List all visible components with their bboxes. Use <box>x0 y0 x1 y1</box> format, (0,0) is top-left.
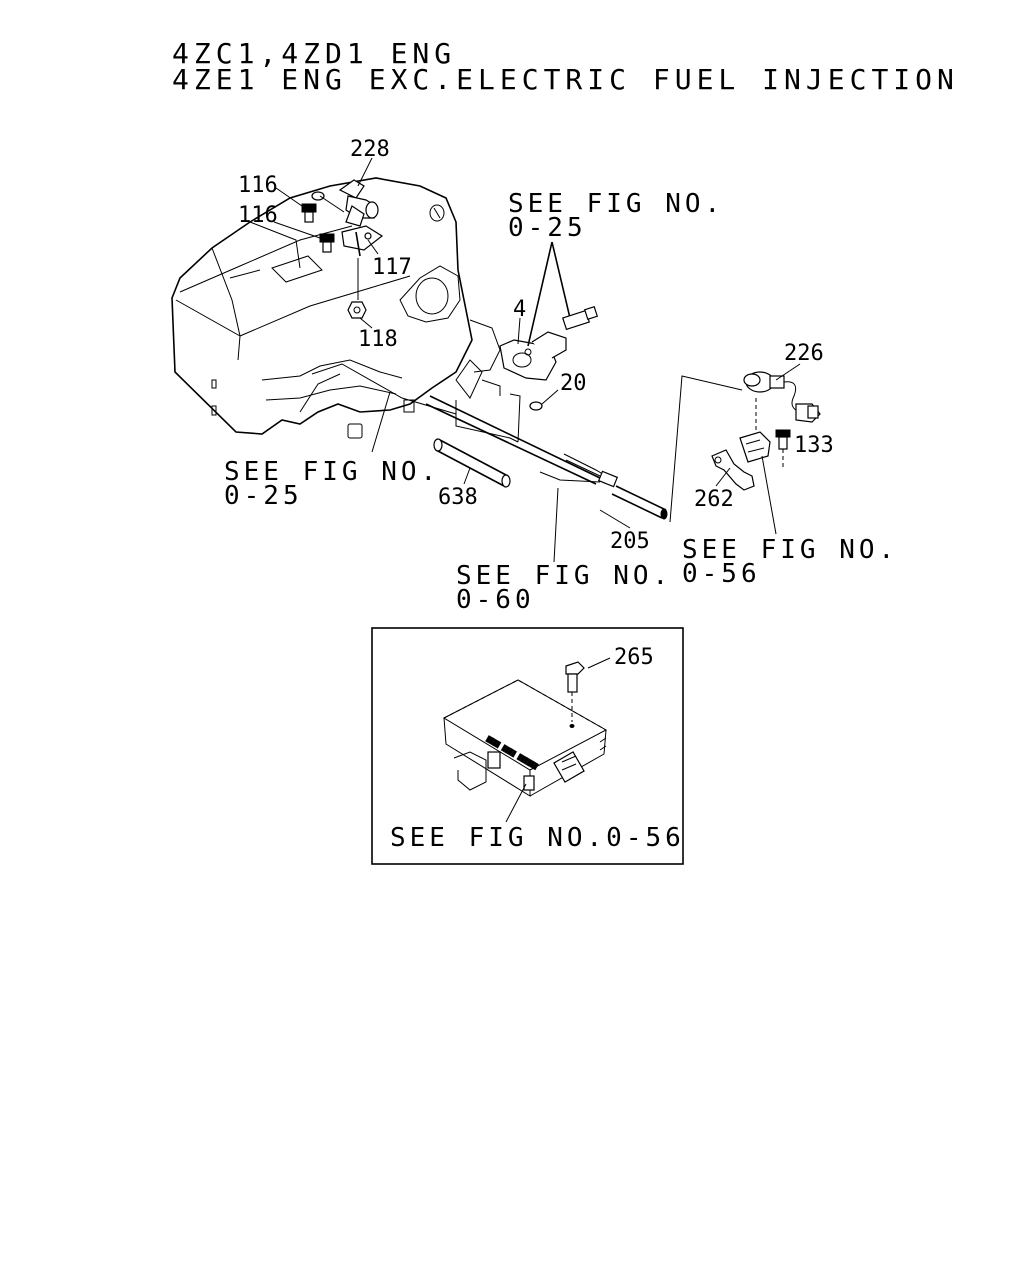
ref-fig-0-25-top-line1: SEE FIG NO. <box>508 189 724 219</box>
valve-assembly <box>311 179 384 257</box>
ref-fig-0-56-inset: SEE FIG NO.0-56 <box>390 823 685 853</box>
control-unit-module: ████ ████ ██████ <box>442 679 608 797</box>
callout-228: 228 <box>350 137 390 162</box>
callout-265: 265 <box>614 645 654 670</box>
inset-frame <box>371 627 684 865</box>
bolt-116-upper <box>301 203 317 223</box>
callout-116-upper: 116 <box>238 173 278 198</box>
sensor-fitting <box>561 305 599 331</box>
ref-fig-0-60-line2: 0-60 <box>456 585 535 615</box>
callout-638: 638 <box>438 485 478 510</box>
hose-part-638 <box>433 438 511 488</box>
ref-fig-0-56-right-line2: 0-56 <box>682 559 761 589</box>
ref-fig-0-25-left-line1: SEE FIG NO. <box>224 457 440 487</box>
callout-116-lower: 116 <box>238 203 278 228</box>
sensor-part-226 <box>743 371 821 423</box>
bolt-116-lower <box>319 233 335 253</box>
plate-part-4 <box>499 331 567 381</box>
callout-205: 205 <box>610 529 650 554</box>
callout-20: 20 <box>560 371 587 396</box>
clip-part-20 <box>529 401 543 411</box>
callout-4: 4 <box>513 297 526 322</box>
callout-117: 117 <box>372 255 412 280</box>
diagram-title-line-1: 4ZC1,4ZD1 ENG <box>172 37 457 70</box>
callout-118: 118 <box>358 327 398 352</box>
bolt-part-265 <box>565 661 585 728</box>
callout-133: 133 <box>794 433 834 458</box>
callout-226: 226 <box>784 341 824 366</box>
cable-part-205 <box>539 453 668 520</box>
ref-fig-0-25-left-line2: 0-25 <box>224 481 303 511</box>
ref-fig-0-60-line1: SEE FIG NO. <box>456 561 672 591</box>
nut-118 <box>347 301 367 319</box>
clamp-part-262 <box>711 449 755 491</box>
engine-block <box>171 177 501 439</box>
ref-fig-0-56-right-line1: SEE FIG NO. <box>682 535 898 565</box>
callout-262: 262 <box>694 487 734 512</box>
bolt-part-133 <box>775 429 791 450</box>
diagram-title-line-2: 4ZE1 ENG EXC.ELECTRIC FUEL INJECTION <box>172 63 959 96</box>
ref-fig-0-25-top-line2: 0-25 <box>508 213 587 243</box>
bracket-assembly <box>739 398 771 463</box>
